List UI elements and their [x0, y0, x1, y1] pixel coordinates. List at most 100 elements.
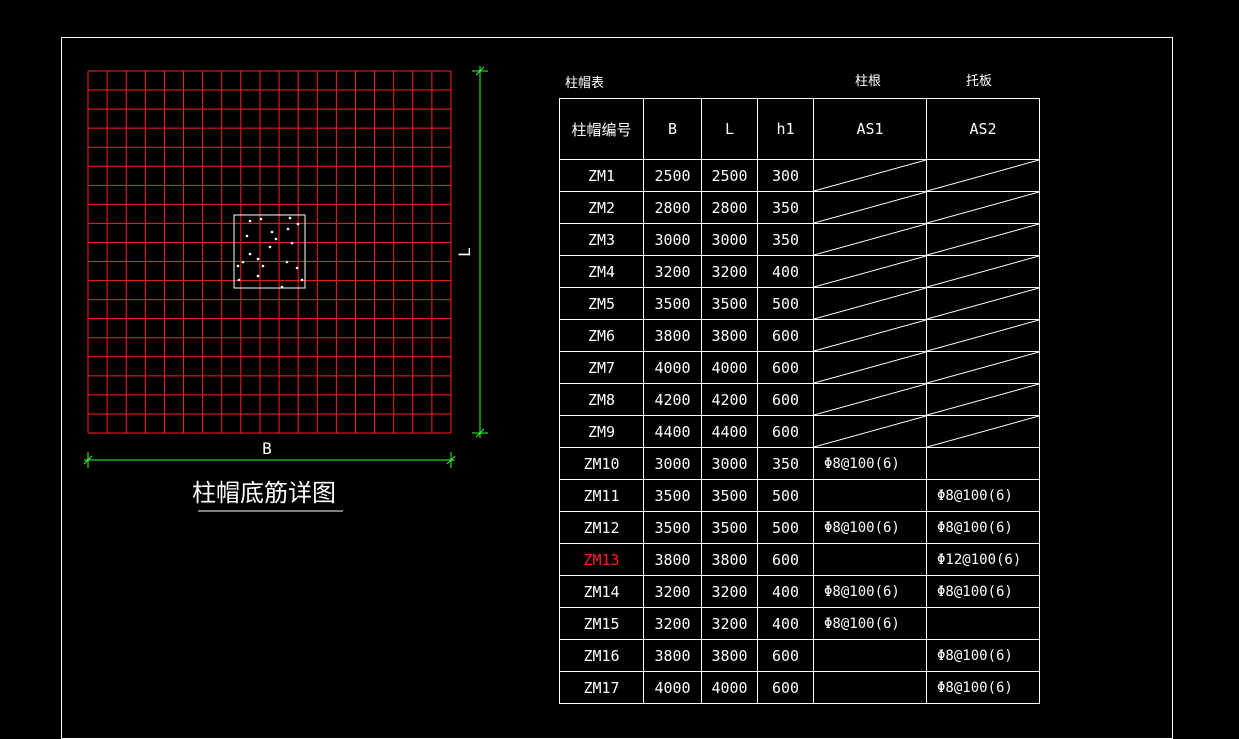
- l-cell: 2500: [701, 159, 758, 192]
- cap-id-cell: ZM16: [559, 639, 644, 672]
- cap-id-cell-text: ZM9: [587, 422, 616, 441]
- b-cell: 4400: [643, 415, 702, 448]
- cap-id-cell-text: ZM15: [583, 614, 620, 633]
- b-cell-text: 3500: [654, 486, 691, 505]
- h1-cell-text: 600: [771, 550, 800, 569]
- h1-cell-text: 600: [771, 390, 800, 409]
- l-cell-text: 3800: [711, 646, 748, 665]
- h1-cell: 600: [757, 671, 814, 704]
- cap-id-cell-text: ZM10: [583, 454, 620, 473]
- rebar-dot: [237, 278, 241, 282]
- b-cell: 3200: [643, 607, 702, 640]
- b-cell: 4000: [643, 351, 702, 384]
- as1-cell: [813, 543, 927, 576]
- as1-cell: [813, 415, 927, 448]
- l-cell: 3800: [701, 319, 758, 352]
- h1-cell-text: 400: [771, 614, 800, 633]
- l-cell: 3200: [701, 607, 758, 640]
- h1-cell-text: 600: [771, 422, 800, 441]
- h1-cell: 400: [757, 607, 814, 640]
- b-cell: 3000: [643, 223, 702, 256]
- as1-cell-text: Φ8@100(6): [824, 519, 900, 536]
- cap-id-cell-text: ZM16: [583, 646, 620, 665]
- l-cell-text: 4200: [711, 390, 748, 409]
- cap-id-cell: ZM7: [559, 351, 644, 384]
- cap-id-cell-text: ZM1: [587, 166, 616, 185]
- rebar-detail-drawing: B L 柱帽底筋详图: [83, 66, 488, 512]
- as2-cell: Φ8@100(6): [926, 671, 1040, 704]
- as1-cell: [813, 223, 927, 256]
- h1-cell: 600: [757, 383, 814, 416]
- l-cell: 3800: [701, 543, 758, 576]
- as2-cell: [926, 351, 1040, 384]
- cap-id-cell: ZM15: [559, 607, 644, 640]
- l-cell: 3500: [701, 287, 758, 320]
- h1-cell: 500: [757, 511, 814, 544]
- as1-cell: [813, 287, 927, 320]
- as1-cell: [813, 159, 927, 192]
- cap-id-cell: ZM5: [559, 287, 644, 320]
- rebar-dot: [285, 260, 289, 264]
- h1-cell-text: 600: [771, 326, 800, 345]
- rebar-grid: [87, 70, 452, 434]
- rebar-dot: [259, 217, 263, 221]
- cap-id-cell: ZM9: [559, 415, 644, 448]
- as1-cell: [813, 639, 927, 672]
- rebar-dot: [245, 234, 249, 238]
- group-label-as2: 托板: [966, 74, 993, 89]
- b-cell-text: 4200: [654, 390, 691, 409]
- cap-id-cell: ZM11: [559, 479, 644, 512]
- as2-cell: [926, 159, 1040, 192]
- rebar-dot: [286, 227, 290, 231]
- b-cell: 4200: [643, 383, 702, 416]
- h1-cell-text: 500: [771, 294, 800, 313]
- cap-id-cell-text: ZM13: [583, 550, 620, 569]
- cap-id-cell: ZM12: [559, 511, 644, 544]
- l-cell-text: 3800: [711, 550, 748, 569]
- h1-cell: 600: [757, 639, 814, 672]
- l-cell: 3200: [701, 255, 758, 288]
- b-cell: 3500: [643, 287, 702, 320]
- h1-cell-text: 500: [771, 518, 800, 537]
- as1-cell-text: Φ8@100(6): [824, 583, 900, 600]
- l-cell-text: 3000: [711, 230, 748, 249]
- h1-cell: 600: [757, 543, 814, 576]
- as1-cell: [813, 479, 927, 512]
- h1-cell: 300: [757, 159, 814, 192]
- cap-id-cell: ZM10: [559, 447, 644, 480]
- rebar-dot: [288, 216, 292, 220]
- rebar-dot: [256, 257, 260, 261]
- as1-cell: [813, 319, 927, 352]
- cap-id-cell: ZM4: [559, 255, 644, 288]
- cap-id-cell-text: ZM5: [587, 294, 616, 313]
- rebar-dot: [268, 245, 272, 249]
- as2-cell-text: Φ8@100(6): [937, 519, 1013, 536]
- cap-id-cell-text: ZM8: [587, 390, 616, 409]
- b-cell-text: 3200: [654, 614, 691, 633]
- as1-cell: [813, 351, 927, 384]
- column-rebar-dots: [236, 216, 304, 289]
- b-cell: 2800: [643, 191, 702, 224]
- l-cell: 3800: [701, 639, 758, 672]
- l-cell: 3000: [701, 447, 758, 480]
- h1-cell: 400: [757, 575, 814, 608]
- rebar-dot: [261, 264, 265, 268]
- b-cell-text: 3800: [654, 326, 691, 345]
- l-cell-text: 2500: [711, 166, 748, 185]
- b-cell-text: 3000: [654, 454, 691, 473]
- l-cell-text: 3200: [711, 262, 748, 281]
- h1-cell: 400: [757, 255, 814, 288]
- b-cell-text: 3000: [654, 230, 691, 249]
- b-cell-text: 3800: [654, 646, 691, 665]
- b-cell: 3200: [643, 575, 702, 608]
- b-cell: 3800: [643, 319, 702, 352]
- h1-cell-text: 600: [771, 678, 800, 697]
- cap-id-cell: ZM3: [559, 223, 644, 256]
- rebar-dot: [236, 264, 240, 268]
